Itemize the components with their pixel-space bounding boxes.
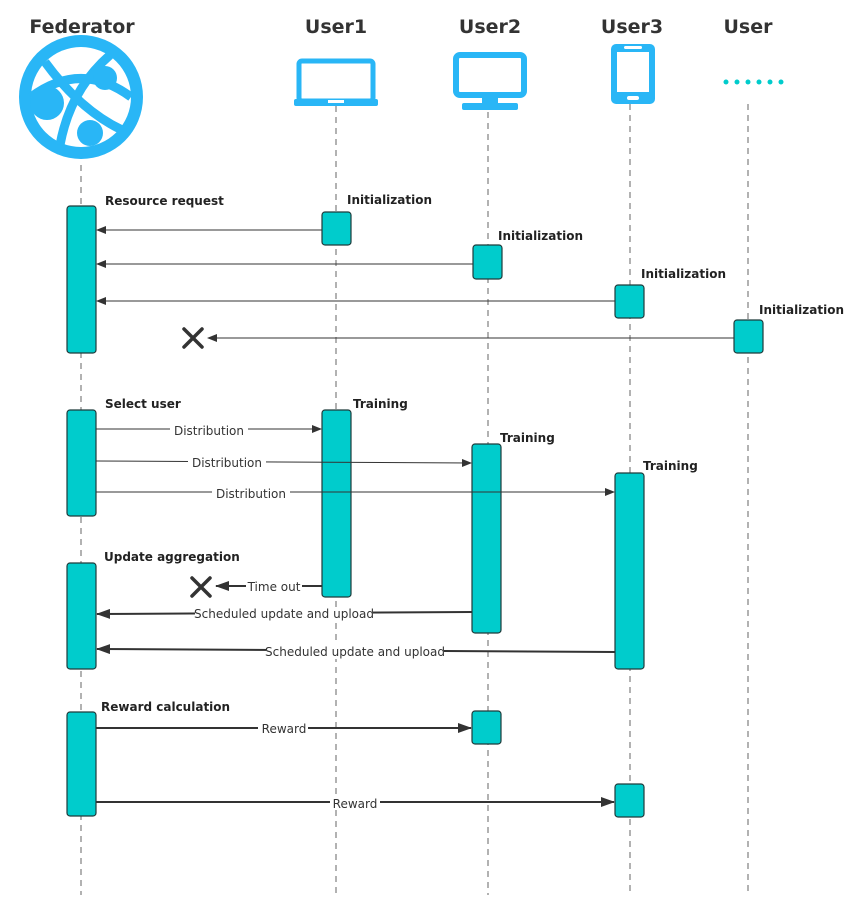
x-mark-icon (182, 327, 204, 349)
globe-network-icon (19, 35, 143, 159)
label-resource-request: Resource request (105, 194, 224, 208)
activation-user1-init (321, 211, 352, 246)
arrow-distribution-user2 (95, 458, 472, 467)
label-training-user1: Training (353, 397, 408, 411)
participant-user2: User2 (459, 16, 521, 38)
label-init-user3: Initialization (641, 267, 726, 281)
label-init-user1: Initialization (347, 193, 432, 207)
x-mark-icon (190, 576, 212, 598)
activation-federator-resource (66, 205, 97, 354)
monitor-icon (453, 52, 527, 110)
msg-reward-1: Reward (262, 722, 307, 736)
msg-scheduled-upload-2: Scheduled update and upload (265, 645, 445, 659)
msg-distribution-2: Distribution (192, 456, 262, 470)
participant-user3: User3 (601, 16, 663, 38)
label-select-user: Select user (105, 397, 181, 411)
msg-reward-2: Reward (333, 797, 378, 811)
label-training-user2: Training (500, 431, 555, 445)
msg-time-out: Time out (247, 580, 301, 594)
activation-user2-training (471, 443, 502, 634)
label-init-user: Initialization (759, 303, 844, 317)
activation-user2-reward (471, 710, 502, 745)
participant-user1: User1 (305, 16, 367, 38)
activation-federator-aggregation (66, 562, 97, 670)
activation-user3-init (614, 284, 645, 319)
activation-user-init (733, 319, 764, 354)
msg-distribution-1: Distribution (174, 424, 244, 438)
label-reward-calculation: Reward calculation (101, 700, 230, 714)
activation-user3-reward (614, 783, 645, 818)
msg-distribution-3: Distribution (216, 487, 286, 501)
tablet-icon (611, 44, 655, 104)
participant-federator: Federator (29, 16, 135, 38)
laptop-icon (294, 58, 378, 106)
ellipsis-icon (723, 79, 784, 85)
activation-federator-reward (66, 711, 97, 817)
label-init-user2: Initialization (498, 229, 583, 243)
label-update-aggregation: Update aggregation (104, 550, 240, 564)
label-training-user3: Training (643, 459, 698, 473)
activation-user3-training (614, 472, 645, 670)
activation-user2-init (472, 244, 503, 280)
activation-user1-training (321, 409, 352, 598)
msg-scheduled-upload-1: Scheduled update and upload (194, 607, 374, 621)
activation-federator-select (66, 409, 97, 517)
participant-user: User (724, 16, 774, 38)
